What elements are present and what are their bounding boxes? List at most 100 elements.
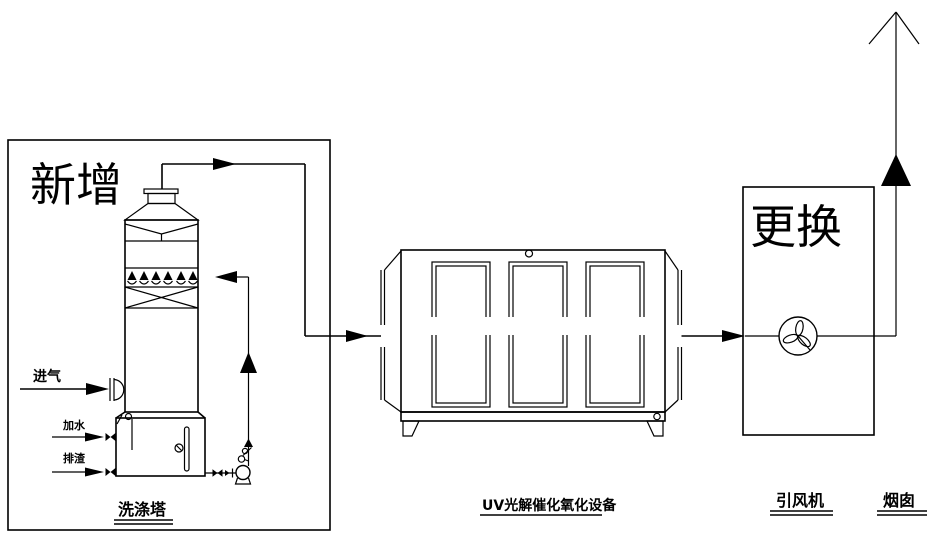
flow-arrow-right-icon [722,330,745,342]
panel-gap [561,317,569,335]
spray-nozzles [127,271,198,285]
uv-drain-port-icon [653,412,661,421]
valve-icon [110,433,116,441]
valve-icon [217,469,223,477]
gauge-dial-icon [174,443,184,453]
check-valve-arrow-icon [244,438,253,447]
flow-arrow-up-icon [240,352,257,373]
new-section-label: 新增 [30,158,122,212]
panel-gap [430,317,438,335]
pump-icon [235,464,251,481]
fan-blade-icon [795,320,804,337]
nozzle-icon [139,271,149,280]
chimney: 烟囱 [868,11,927,516]
scrubber-label: 洗涤塔 [118,500,167,519]
packing-diagonal [124,286,199,309]
gas-inlet-label: 进气 [33,368,61,385]
nozzle-arc [163,280,173,285]
tank-shoulder [115,411,126,419]
uv-leg [646,420,664,437]
replace-section-box [742,186,875,436]
exhaust-arrowhead-icon [895,11,920,45]
tank-fitting-icon [124,412,133,421]
valve-icon [110,468,116,476]
panel-gap [638,317,646,335]
uv-panels [430,261,646,408]
nozzle-arc [188,280,198,285]
uv-panel [431,261,491,408]
replace-section-label: 更换 [750,200,842,254]
uv-panel-inner [435,265,487,404]
uv-corner [664,399,679,413]
deflector [124,223,199,235]
drain-label: 排渣 [63,451,86,465]
uv-corner [384,399,402,413]
uv-corner [664,250,679,271]
uv-unit-label: UV光解催化氧化设备 [482,497,617,514]
top-flange [143,188,179,195]
uv-panel [508,261,568,408]
flow-arrow-up-icon [881,154,911,186]
flow-arrow-right-icon [346,330,368,342]
nozzle-arc [151,280,161,285]
uv-panel-inner [512,265,564,404]
flow-arrow-right-icon [86,383,109,395]
gauge-needle [176,445,182,451]
flow-arrow-right-icon [85,432,104,442]
scrubber-outlet-pipe [161,158,381,342]
nozzle-arc [127,280,137,285]
valve-icon [212,469,218,477]
flow-arrow-right-icon [213,158,236,170]
scrubber-section: 新增 [7,139,381,531]
nozzle-icon [163,271,173,280]
fan-label: 引风机 [776,491,824,510]
tank-shoulder [197,411,206,419]
pump-base [234,477,252,485]
uv-corner [384,250,402,271]
drain-outlet: 排渣 [52,451,116,477]
nozzle-icon [127,271,137,280]
new-section-box [7,139,331,531]
uv-unit: UV光解催化氧化设备 [380,249,683,516]
valve-icon [225,470,230,476]
level-gauge [183,426,190,472]
fan-blade-icon [797,334,811,348]
fan-symbol [778,316,818,356]
exhaust-arrowhead-icon [868,11,897,45]
nozzle-icon [176,271,186,280]
inlet-duct [114,378,125,401]
panel-gap [507,317,515,335]
nozzle-arc [139,280,149,285]
uv-base-rail [400,411,666,422]
water-supply-label: 加水 [62,418,86,432]
tank-body [115,417,206,477]
fan-blade-icon [782,333,799,344]
nozzle-arc [176,280,186,285]
uv-to-fan-pipe [681,330,745,342]
flow-arrow-right-icon [85,467,104,477]
uv-top-port-icon [524,249,534,258]
top-cone [123,202,200,221]
tank-fitting-tick [116,414,123,425]
check-valve-tick [242,447,252,456]
uv-panel [585,261,645,408]
uv-housing [400,249,666,413]
panel-gap [484,317,492,335]
valve-icon [105,468,111,476]
flow-arrow-left-icon [215,271,237,283]
nozzle-icon [151,271,161,280]
gas-inlet: 进气 [20,368,125,401]
fan-section: 更换 引风机 [742,186,896,516]
water-supply-inlet: 加水 [52,418,116,442]
chimney-label: 烟囱 [883,491,915,510]
valve-icon [105,433,111,441]
nozzle-icon [188,271,198,280]
circulation-pump-loop [205,271,257,485]
pressure-gauge-icon [237,455,246,463]
tower-body [124,219,199,413]
uv-panel-inner [589,265,641,404]
top-neck [147,192,176,205]
panel-gap [584,317,592,335]
